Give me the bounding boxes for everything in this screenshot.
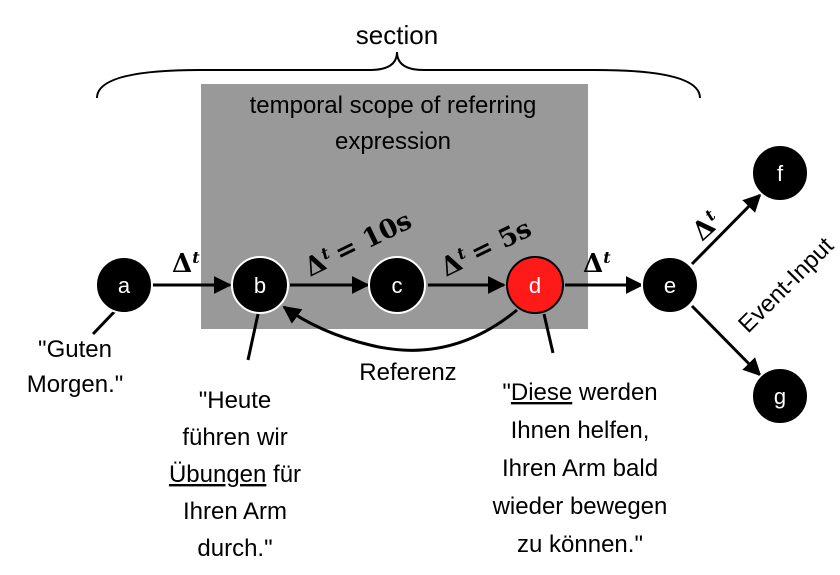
section-brace xyxy=(96,51,701,99)
edge-e-g xyxy=(690,304,762,377)
svg-text:Ihren Arm: Ihren Arm xyxy=(183,498,287,525)
node-e-label: e xyxy=(664,273,676,298)
delta-label-ab: Δt xyxy=(172,248,200,279)
node-f: f xyxy=(751,144,809,202)
delta-label-ef: Δt xyxy=(686,205,728,247)
reference-arrow xyxy=(282,305,518,352)
node-g-label: g xyxy=(774,384,786,409)
node-c-label: c xyxy=(392,273,403,298)
utterance-a: "Guten Morgen." xyxy=(27,336,124,398)
svg-text:führen wir: führen wir xyxy=(182,424,287,451)
svg-text:Übungen für: Übungen für xyxy=(169,461,301,488)
pointer-b xyxy=(246,313,260,361)
node-b: b xyxy=(231,256,289,314)
node-a-label: a xyxy=(118,273,131,298)
pointer-d xyxy=(542,313,555,354)
svg-text:Morgen.": Morgen." xyxy=(27,371,124,398)
node-a: a xyxy=(95,256,153,314)
svg-text:"Diese werden: "Diese werden xyxy=(502,379,657,406)
svg-text:Δt: Δt xyxy=(583,248,611,279)
event-input-label: Event-Input xyxy=(733,232,839,338)
utterance-d: "Diese werden Ihnen helfen, Ihren Arm ba… xyxy=(492,379,668,558)
node-c: c xyxy=(368,256,426,314)
svg-text:Δt: Δt xyxy=(686,205,728,247)
reference-label: Referenz xyxy=(359,359,456,386)
scope-label-line2: expression xyxy=(335,128,451,155)
svg-text:Δt: Δt xyxy=(172,248,200,279)
delta-label-de: Δt xyxy=(583,248,611,279)
svg-text:durch.": durch." xyxy=(197,535,272,562)
node-b-label: b xyxy=(254,273,266,298)
node-d: d xyxy=(506,256,564,314)
svg-text:wieder bewegen: wieder bewegen xyxy=(492,493,668,520)
svg-text:Ihren Arm bald: Ihren Arm bald xyxy=(502,455,658,482)
edge-e-f xyxy=(690,193,762,266)
node-d-label: d xyxy=(529,273,541,298)
node-f-label: f xyxy=(777,161,784,186)
underlined-term-uebungen: Übungen xyxy=(169,461,266,488)
node-g: g xyxy=(751,367,809,425)
svg-text:"Heute: "Heute xyxy=(199,387,272,414)
svg-text:"Guten: "Guten xyxy=(38,336,112,363)
pointer-a xyxy=(91,308,118,336)
svg-text:zu können.": zu können." xyxy=(517,531,643,558)
scope-label-line1: temporal scope of referring xyxy=(250,92,537,119)
underlined-term-diese: Diese xyxy=(511,379,572,406)
section-label: section xyxy=(356,20,438,50)
svg-text:Ihnen helfen,: Ihnen helfen, xyxy=(511,417,650,444)
node-e: e xyxy=(641,256,699,314)
event-input-group: Event-Input xyxy=(733,232,839,338)
utterance-b: "Heute führen wir Übungen für Ihren Arm … xyxy=(169,387,301,562)
